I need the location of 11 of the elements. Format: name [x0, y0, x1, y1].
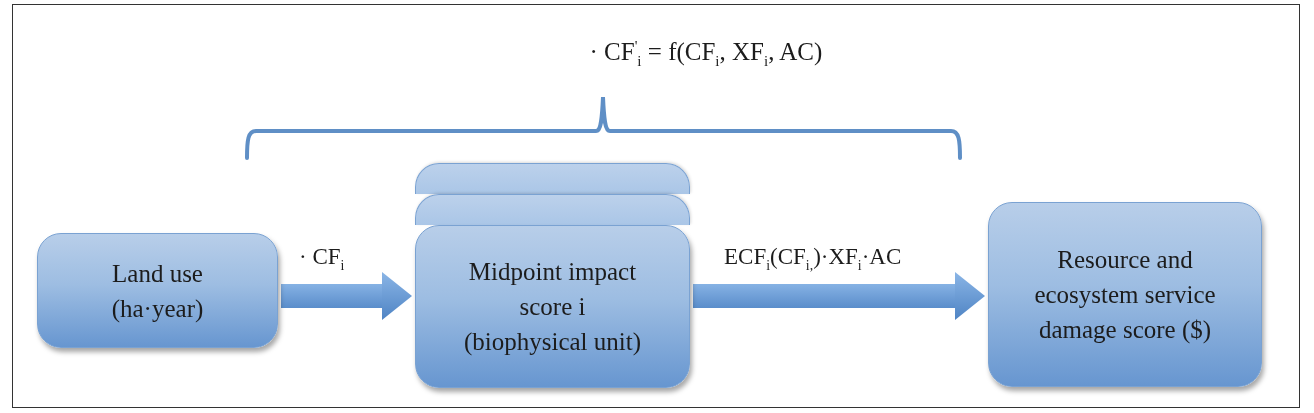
box-label: Midpoint impact score i (biophysical unit): [462, 257, 643, 358]
box-label: Resource and ecosystem service damage score ($): [1033, 245, 1217, 346]
stacked-card: [415, 163, 690, 194]
block-arrow: [281, 272, 412, 320]
box-label: Land use (ha·year): [110, 258, 205, 324]
formula-label: · CF$^{'}$$_{i}$ = f(CF$_{i}$, XF$_{i}$, AC): [589, 36, 823, 68]
process-box: [988, 202, 1262, 387]
process-box: [37, 233, 278, 348]
process-box: [415, 225, 690, 388]
block-arrow: [693, 272, 985, 320]
stacked-card: [415, 194, 690, 225]
